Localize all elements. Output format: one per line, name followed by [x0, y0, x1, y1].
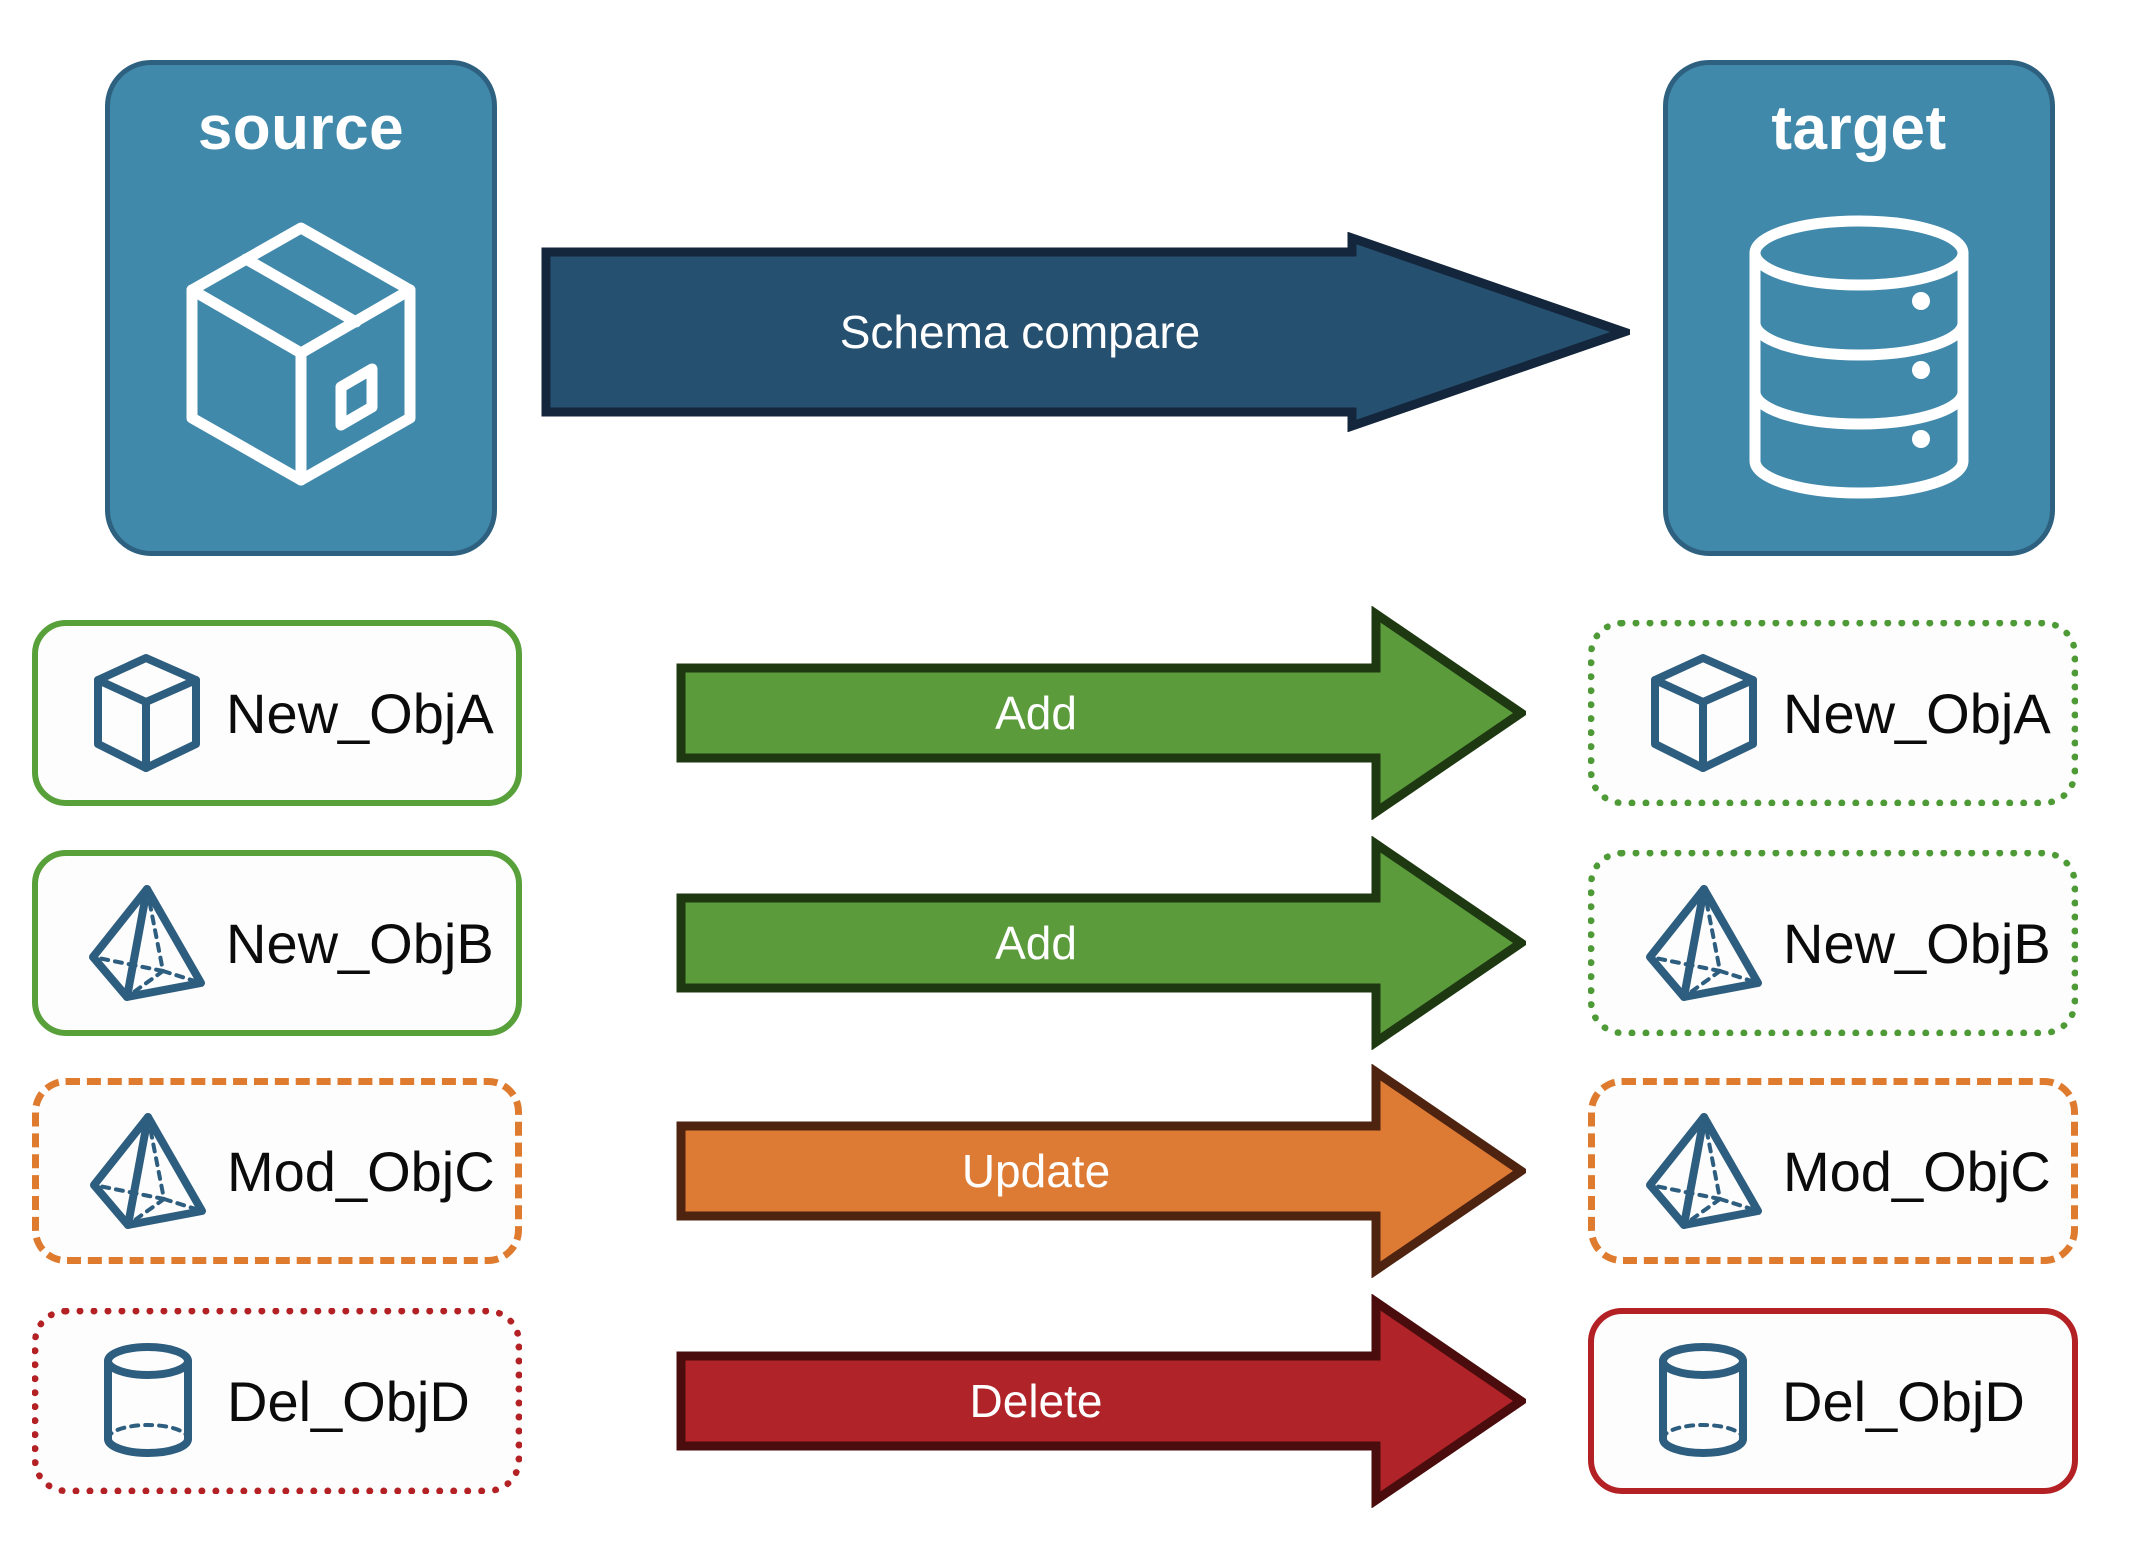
- source-object-box[interactable]: New_ObjA: [32, 620, 522, 806]
- wireframe-cylinder-icon: [83, 1339, 213, 1463]
- package-cube-icon: [110, 163, 492, 551]
- wireframe-cube-icon: [1639, 652, 1769, 774]
- target-object-label: New_ObjA: [1783, 681, 2051, 745]
- source-endpoint-card: source: [105, 60, 497, 556]
- target-object-box[interactable]: Del_ObjD: [1588, 1308, 2078, 1494]
- source-object-label: New_ObjB: [226, 911, 494, 975]
- source-object-label: Mod_ObjC: [227, 1139, 495, 1203]
- source-object-box[interactable]: Del_ObjD: [32, 1308, 522, 1494]
- source-object-label: Del_ObjD: [227, 1369, 470, 1433]
- wireframe-pyramid-icon: [1639, 881, 1769, 1005]
- wireframe-pyramid-icon: [1639, 1109, 1769, 1233]
- object-row: New_ObjA Add New_: [0, 606, 2150, 820]
- object-row: Mod_ObjC Update Mod_ObjC: [0, 1064, 2150, 1278]
- database-cylinder-icon: [1668, 163, 2050, 551]
- target-object-label: Mod_ObjC: [1783, 1139, 2051, 1203]
- schema-compare-arrow: Schema compare: [540, 232, 1630, 432]
- target-object-label: Del_ObjD: [1782, 1369, 2025, 1433]
- action-arrow-add: Add: [676, 836, 1526, 1050]
- action-arrow-delete: Delete: [676, 1294, 1526, 1508]
- wireframe-pyramid-icon: [83, 1109, 213, 1233]
- action-arrow-add: Add: [676, 606, 1526, 820]
- wireframe-cylinder-icon: [1638, 1339, 1768, 1463]
- source-object-box[interactable]: Mod_ObjC: [32, 1078, 522, 1264]
- action-arrow-update: Update: [676, 1064, 1526, 1278]
- target-object-box[interactable]: Mod_ObjC: [1588, 1078, 2078, 1264]
- target-endpoint-card: target: [1663, 60, 2055, 556]
- target-object-box[interactable]: New_ObjA: [1588, 620, 2078, 806]
- target-title: target: [1771, 94, 1947, 163]
- object-row: Del_ObjD Delete Del_ObjD: [0, 1294, 2150, 1508]
- wireframe-pyramid-icon: [82, 881, 212, 1005]
- wireframe-cube-icon: [82, 652, 212, 774]
- object-row: New_ObjB Add New_ObjB: [0, 836, 2150, 1050]
- source-title: source: [197, 94, 405, 163]
- source-object-box[interactable]: New_ObjB: [32, 850, 522, 1036]
- source-object-label: New_ObjA: [226, 681, 494, 745]
- target-object-label: New_ObjB: [1783, 911, 2051, 975]
- target-object-box[interactable]: New_ObjB: [1588, 850, 2078, 1036]
